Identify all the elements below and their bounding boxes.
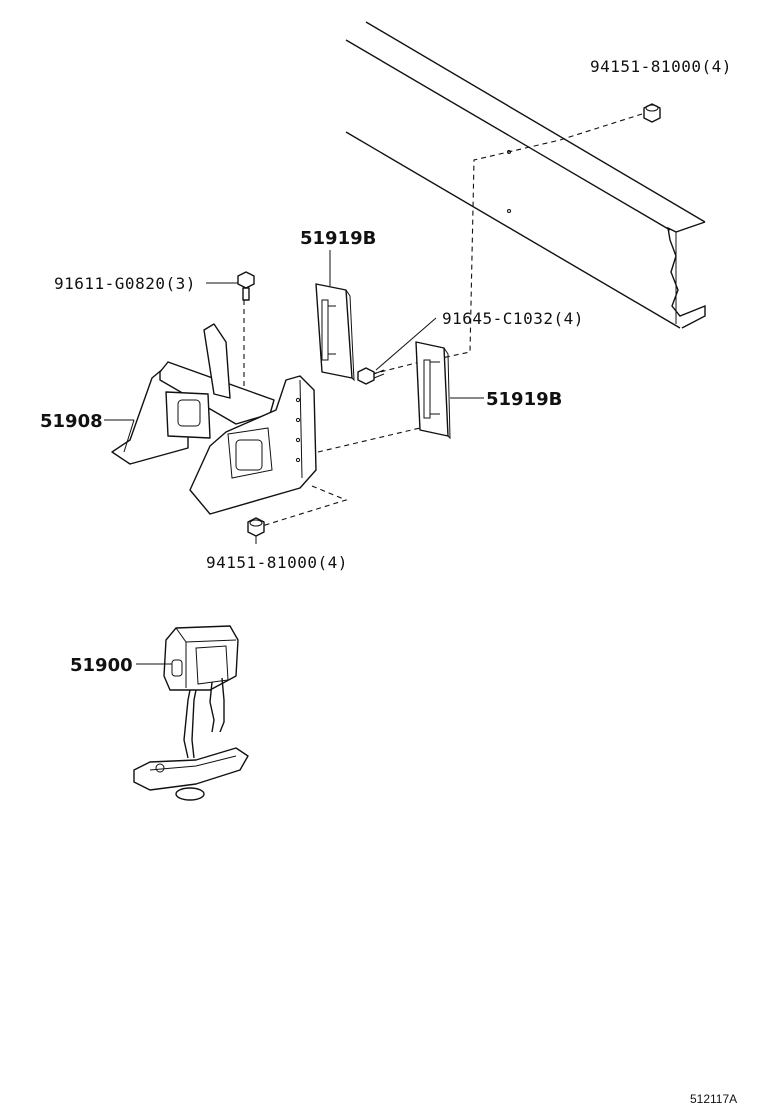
figure-reference: 512117A	[690, 1092, 737, 1106]
label-plate-lower: 51919B	[486, 389, 562, 410]
leader-lines	[104, 250, 484, 665]
label-carrier: 51900	[70, 655, 133, 676]
label-nut-top: 94151-81000(4)	[590, 57, 732, 76]
label-bracket: 51908	[40, 411, 103, 432]
bolt-mid-part	[357, 367, 385, 385]
label-nut-bottom: 94151-81000(4)	[206, 553, 348, 572]
label-bolt-mid: 91645-C1032(4)	[442, 309, 584, 328]
label-bolt-left: 91611-G0820(3)	[54, 274, 196, 293]
bolt-left-part	[237, 271, 255, 301]
plate-lower-part	[415, 341, 451, 440]
plate-upper-part	[315, 283, 355, 382]
label-plate-upper: 51919B	[300, 228, 376, 249]
assembly-lines	[243, 113, 643, 527]
bracket-part	[111, 323, 317, 515]
nut-bottom-part	[247, 517, 265, 537]
carrier-part	[133, 625, 249, 801]
frame-rail	[345, 21, 706, 329]
nut-top-part	[643, 103, 661, 123]
